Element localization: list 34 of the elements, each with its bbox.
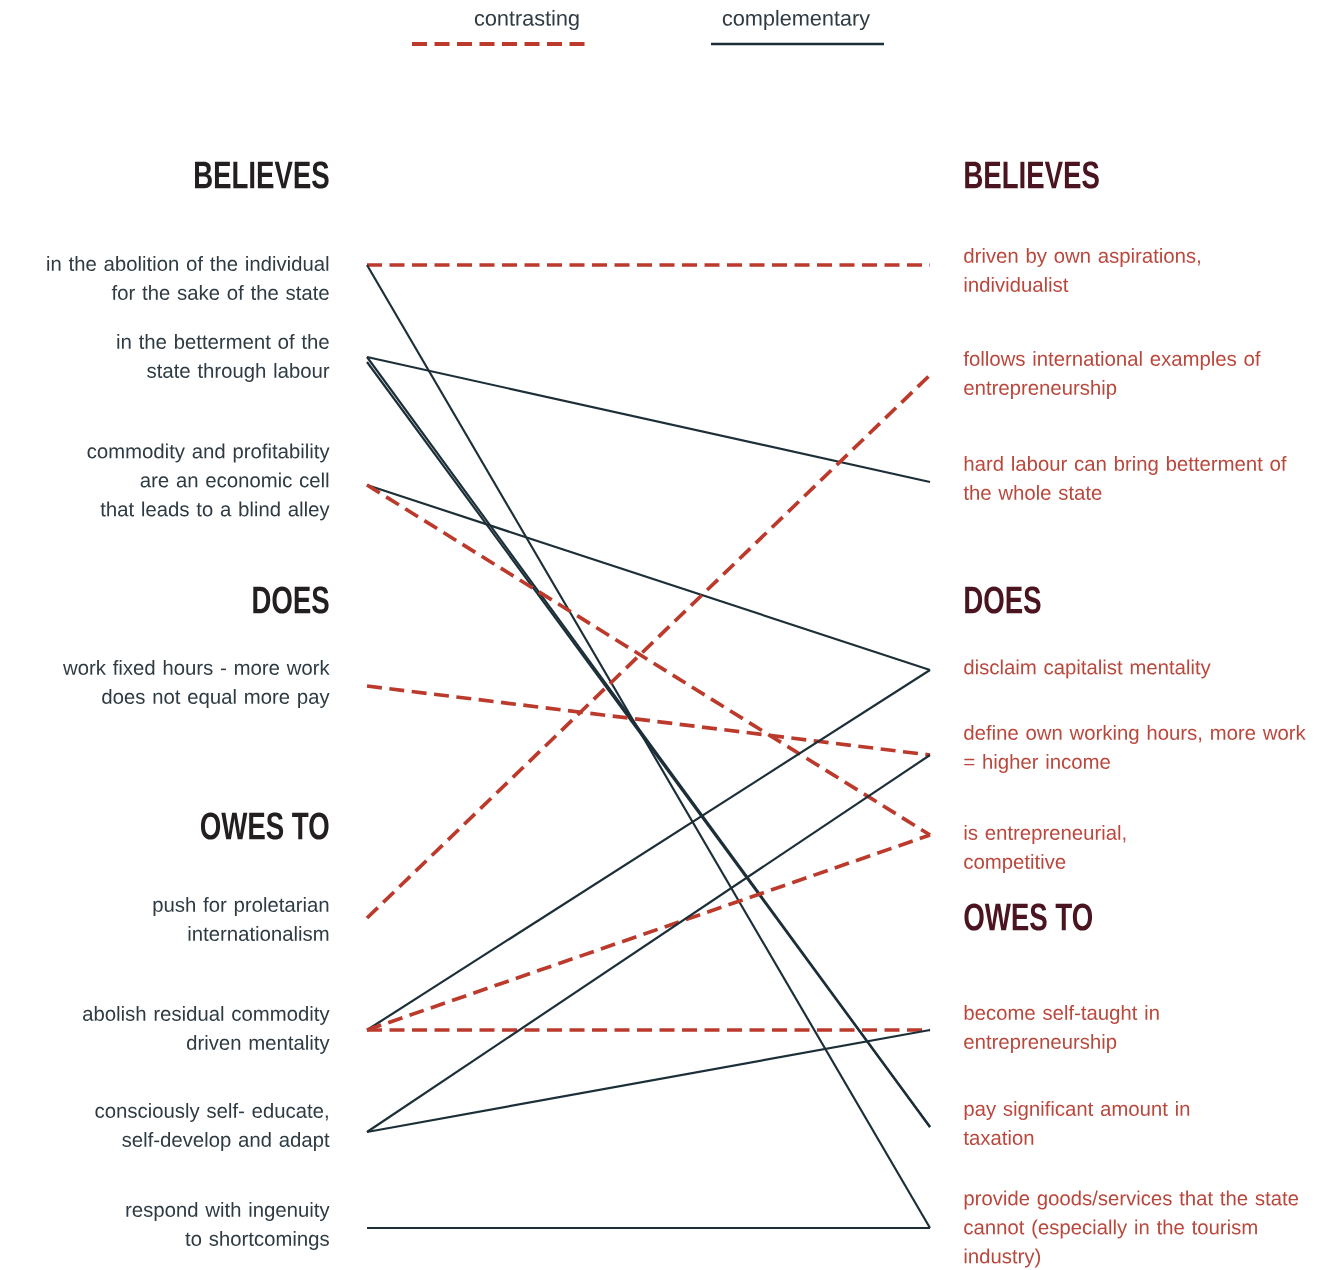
statement-text: commodity and profitability are an economic cell that leads to a blind alley xyxy=(87,443,330,521)
section-heading: DOES xyxy=(253,586,329,614)
statement-text: in the abolition of the individual for the sake of the state xyxy=(47,256,329,300)
connector-line xyxy=(366,355,931,484)
statement-text: respond with ingenuity to shortcomings xyxy=(126,1202,330,1250)
connector-line xyxy=(365,373,932,920)
statement-text: disclaim capitalist mentality xyxy=(964,659,1211,679)
statement-text: work fixed hours - more work does not equal more pay xyxy=(63,660,330,708)
statement-text: become self-taught in entrepreneurship xyxy=(964,1005,1159,1053)
statement-text: define own working hours, more work = higher income xyxy=(964,725,1306,773)
statement-text: abolish residual commodity driven mentality xyxy=(83,1006,330,1054)
connector-line xyxy=(366,833,931,1032)
connector-line xyxy=(366,483,931,837)
statement-text: provide goods/services that the state cannot (especially in the tourism industry) xyxy=(964,1190,1299,1268)
section-heading: OWES TO xyxy=(964,903,1093,931)
statement-text: consciously self- educate, self-develop and adapt xyxy=(95,1103,330,1151)
statement-text: follows international examples of entrepreneurship xyxy=(963,351,1261,399)
section-heading: BELIEVES xyxy=(195,161,329,189)
connector-line xyxy=(366,754,931,1133)
statement-text: pay significant amount in taxation xyxy=(963,1101,1190,1145)
statement-text: driven by own aspirations, individualist xyxy=(964,248,1200,292)
connector-line xyxy=(366,1028,931,1134)
section-heading: OWES TO xyxy=(200,812,329,840)
legend-label: complementary xyxy=(722,9,870,31)
connector-line xyxy=(367,1226,930,1230)
statement-text: is entrepreneurial, competitive xyxy=(964,825,1126,873)
connector-line xyxy=(366,264,931,1229)
section-heading: BELIEVES xyxy=(965,161,1099,189)
legend-label: contrasting xyxy=(474,9,579,31)
section-heading: DOES xyxy=(965,586,1041,614)
statement-text: push for proletarian internationalism xyxy=(153,897,329,941)
statement-text: in the betterment of the state through labour xyxy=(117,334,330,382)
connector-line xyxy=(366,684,931,757)
statement-text: hard labour can bring betterment of the whole state xyxy=(963,456,1287,500)
